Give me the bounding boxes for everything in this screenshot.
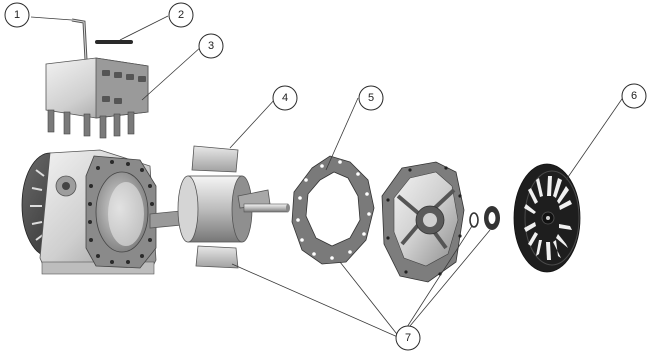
callout-balloon-3: 3: [198, 33, 224, 59]
flat-bar-part: [95, 40, 133, 44]
fan-part: [513, 163, 581, 273]
callout-balloon-6: 6: [621, 83, 647, 109]
callout-balloon-7: 7: [395, 325, 421, 351]
callout-label: 7: [405, 332, 411, 344]
callout-balloon-5: 5: [358, 85, 384, 111]
end-cover-part: [381, 161, 465, 283]
callout-label: 4: [282, 92, 288, 104]
callout-label: 5: [368, 92, 374, 104]
gasket-part: [291, 155, 375, 265]
callout-balloon-1: 1: [4, 2, 30, 28]
terminal-box-part: [45, 57, 149, 139]
pin-part: [71, 18, 88, 61]
callout-balloon-2: 2: [168, 2, 194, 28]
callout-label: 3: [208, 40, 214, 52]
callout-label: 2: [178, 9, 184, 21]
washer-small: [469, 212, 479, 228]
callout-label: 6: [631, 90, 637, 102]
rotor-part: [149, 145, 290, 269]
washer-large: [484, 206, 500, 230]
callout-label: 1: [14, 9, 20, 21]
leader-lines: [30, 15, 625, 339]
callout-balloon-4: 4: [272, 85, 298, 111]
motor-housing: [21, 149, 157, 275]
